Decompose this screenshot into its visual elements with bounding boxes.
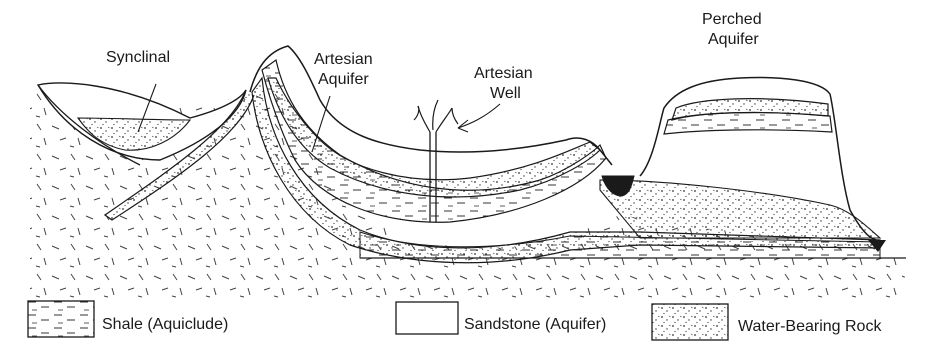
artesian-well-arrow: [458, 104, 500, 128]
label-artesian-well-line2: Well: [490, 85, 521, 102]
legend-sandstone-swatch: [396, 302, 458, 334]
label-synclinal: Synclinal: [106, 49, 170, 66]
well-spray: [414, 100, 458, 132]
label-perched-aquifer-line2: Aquifer: [708, 31, 759, 48]
right-plain-water-bearing: [600, 180, 880, 238]
label-artesian-aquifer-line1: Artesian: [314, 51, 373, 68]
label-perched-aquifer-line1: Perched: [702, 11, 762, 28]
label-artesian-well-line1: Artesian: [474, 65, 533, 82]
legend-shale-label: Shale (Aquiclude): [102, 316, 228, 333]
legend: Shale (Aquiclude) Sandstone (Aquifer) Wa…: [28, 301, 882, 340]
legend-shale-swatch: [28, 301, 94, 337]
perched-shale-lens: [664, 113, 832, 134]
legend-water-bearing-swatch: [652, 304, 728, 340]
legend-water-bearing-label: Water-Bearing Rock: [738, 318, 882, 335]
label-artesian-aquifer-line2: Aquifer: [318, 71, 369, 88]
legend-sandstone-label: Sandstone (Aquifer): [464, 316, 606, 333]
